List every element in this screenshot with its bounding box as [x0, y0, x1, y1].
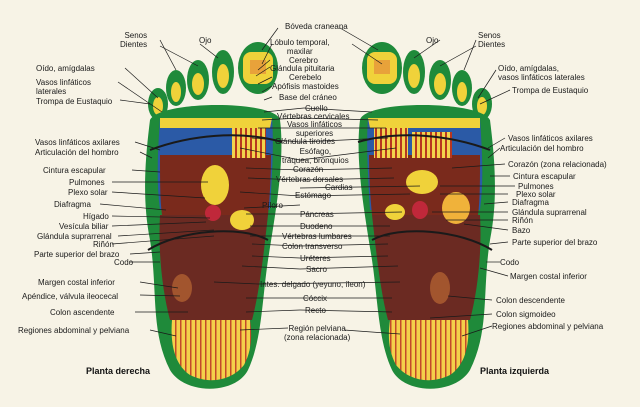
label-pancreas: Páncreas: [300, 210, 334, 219]
label-senos-dientes-left: Senos Dientes: [120, 31, 148, 49]
label-regiones-right: Regiones abdominal y pelviana: [492, 322, 604, 331]
label-cardias: Cardias: [325, 183, 353, 192]
label-plexo-right: Plexo solar: [516, 190, 556, 199]
label-vert-cervicales: Vértebras cervicales: [277, 112, 350, 121]
label-vasos-lin-left: Vasos linfáticos laterales: [36, 78, 91, 96]
label-codo-left: Codo: [114, 258, 134, 267]
label-vasos-ax-right: Vasos linfáticos axilares: [508, 134, 593, 143]
label-brazo-left: Parte superior del brazo: [34, 250, 120, 259]
label-cuello: Cuello: [305, 104, 328, 113]
label-regiones-left: Regiones abdominal y pelviana: [18, 326, 130, 335]
label-intes-delgado: Intes. delgado (yeyuno, íleon): [260, 280, 366, 289]
label-pituitaria: Glándula pituitaria: [270, 64, 335, 73]
label-apofisis: Apófisis mastoides: [272, 82, 339, 91]
label-codo-right: Codo: [500, 258, 520, 267]
label-sacro: Sacro: [306, 265, 327, 274]
caption-right-foot: Planta derecha: [86, 366, 151, 376]
label-diafragma-right: Diafragma: [512, 198, 549, 207]
label-higado: Hígado: [83, 212, 109, 221]
label-cintura-right: Cintura escapular: [513, 172, 576, 181]
label-rinon-left: Riñón: [93, 240, 114, 249]
label-hombro-right: Articulación del hombro: [500, 144, 584, 153]
label-recto: Recto: [305, 306, 326, 315]
label-pulmones-right: Pulmones: [518, 182, 554, 191]
label-boveda: Bóveda craneana: [285, 22, 348, 31]
label-corazon-centro: Corazón: [293, 165, 324, 174]
label-plexo-left: Plexo solar: [68, 188, 108, 197]
label-region-pelviana: Región pelviana (zona relacionada): [284, 324, 351, 342]
label-ureteres: Uréteres: [300, 254, 331, 263]
label-oido-right: Oído, amígdalas, vasos linfáticos latera…: [498, 64, 585, 82]
label-trompa-right: Trompa de Eustaquio: [512, 86, 589, 95]
label-apendice: Apéndice, válvula ileocecal: [22, 292, 119, 301]
label-suprarrenal-right: Glándula suprarrenal: [512, 208, 587, 217]
label-estomago: Estómago: [295, 191, 332, 200]
label-margen-left: Margen costal inferior: [38, 278, 115, 287]
label-margen-right: Margen costal inferior: [510, 272, 587, 281]
label-ojo-right: Ojo: [426, 36, 439, 45]
label-trompa-left: Trompa de Eustaquio: [36, 97, 113, 106]
label-vert-lumbares: Vértebras lumbares: [282, 232, 352, 241]
label-colon-sig: Colon sigmoideo: [496, 310, 556, 319]
label-colon-desc: Colon descendente: [496, 296, 565, 305]
label-colon-asc: Colon ascendente: [50, 308, 115, 317]
label-bazo: Bazo: [512, 226, 531, 235]
label-ojo-left: Ojo: [199, 36, 212, 45]
label-corazon-right: Corazón (zona relacionada): [508, 160, 607, 169]
label-cerebro: Cerebro: [289, 56, 318, 65]
label-brazo-right: Parte superior del brazo: [512, 238, 598, 247]
label-suprarrenal-left: Glándula suprarrenal: [37, 232, 112, 241]
label-piloro: Píloro: [262, 201, 283, 210]
label-senos-dientes-right: Senos Dientes: [478, 31, 506, 49]
label-cintura-left: Cintura escapular: [43, 166, 106, 175]
right-foot: [145, 42, 283, 389]
label-diafragma-left: Diafragma: [54, 200, 91, 209]
label-rinon-right: Riñón: [512, 216, 533, 225]
label-duodeno: Duodeno: [300, 222, 333, 231]
label-coccix: Cóccix: [303, 294, 328, 303]
leader-lines: [99, 27, 515, 337]
left-foot: [357, 42, 495, 389]
label-cerebelo: Cerebelo: [289, 73, 322, 82]
label-oido-left: Oído, amígdalas: [36, 64, 95, 73]
label-colon-transverso: Colon transverso: [282, 242, 343, 251]
label-vert-dorsales: Vértebras dorsales: [276, 175, 344, 184]
label-tiroides: Glándula tiroides: [275, 137, 336, 146]
label-pulmones-left: Pulmones: [69, 178, 105, 187]
label-base-craneo: Base del cráneo: [279, 93, 337, 102]
label-esofago: Esófago, tráquea, bronquios: [282, 147, 349, 165]
label-vesicula: Vesícula biliar: [59, 222, 109, 231]
label-hombro-left: Articulación del hombro: [35, 148, 119, 157]
label-lobulo: Lóbulo temporal, maxilar: [270, 38, 330, 56]
caption-left-foot: Planta izquierda: [480, 366, 550, 376]
label-vasos-sup: Vasos linfáticos superiores: [287, 120, 342, 138]
label-vasos-ax-left: Vasos linfáticos axilares: [35, 138, 120, 147]
